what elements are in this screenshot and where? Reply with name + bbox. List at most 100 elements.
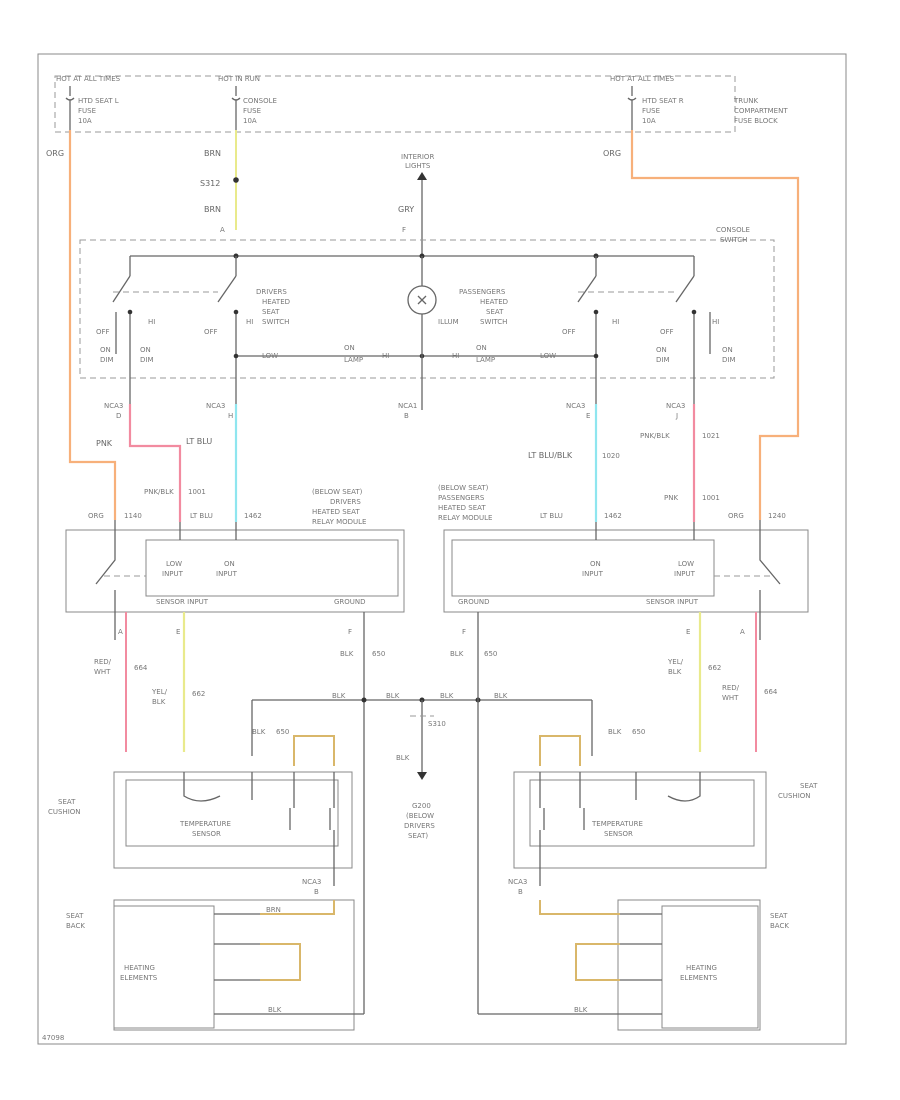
right-redwht-1: RED/ <box>722 684 740 692</box>
interior-lights-arrow <box>417 172 427 180</box>
interior-lights-2: LIGHTS <box>405 162 431 170</box>
passenger-switch-label-1: PASSENGERS <box>459 288 506 296</box>
conn-left-b-pin: H <box>228 412 233 420</box>
left-sensor-input: SENSOR INPUT <box>156 598 209 606</box>
fuse-right-header: HOT AT ALL TIMES <box>610 75 675 83</box>
right-heating-2: ELEMENTS <box>680 974 718 982</box>
left-back-brn: BRN <box>266 906 281 914</box>
fuse-center-symbol <box>231 86 241 130</box>
fuse-block-label-3: FUSE BLOCK <box>734 117 778 125</box>
conn-right-a: NCA3 <box>566 402 585 410</box>
fuse-right-label-1: HTD SEAT R <box>642 97 684 105</box>
contact-dot-3 <box>593 309 599 315</box>
fuse-block-label-2: COMPARTMENT <box>734 107 788 115</box>
interior-lights-1: INTERIOR <box>401 153 434 161</box>
left-pin-a: A <box>118 628 123 636</box>
right-module-label-3: HEATED SEAT <box>438 504 486 512</box>
left-back-brn-wires <box>260 900 335 981</box>
left-module-label-2: DRIVERS <box>330 498 361 506</box>
left-back-wires <box>214 913 364 1015</box>
left-module-label-1: (BELOW SEAT) <box>312 488 363 496</box>
right-org-label2: ORG <box>728 512 744 520</box>
right-back-wires <box>478 913 662 1015</box>
low-right: LOW <box>540 352 556 360</box>
left-ground: GROUND <box>334 598 366 606</box>
switch-blade-2 <box>217 275 237 303</box>
left-redwht-1: RED/ <box>94 658 112 666</box>
diagram-code: 47098 <box>42 1034 64 1042</box>
right-seat-back-inner <box>661 905 759 1029</box>
left-pin-e: E <box>176 628 180 636</box>
left-relay-contact <box>95 520 116 640</box>
connector-a-label: A <box>220 226 225 234</box>
gbus-blk-1: BLK <box>332 692 346 700</box>
right-blk2: BLK <box>608 728 622 736</box>
right-temp-sensor-2: SENSOR <box>604 830 633 838</box>
right-ltblu-label: LT BLU <box>540 512 563 520</box>
fuse-block-outline <box>54 75 736 133</box>
left-temp-sensor-2: SENSOR <box>192 830 221 838</box>
conn-center-pin: B <box>404 412 409 420</box>
left-seat-back-1: SEAT <box>66 912 84 920</box>
left-seat-cushion <box>113 771 353 869</box>
driver-switch-label-1: DRIVERS <box>256 288 287 296</box>
conn-right-b: NCA3 <box>666 402 685 410</box>
right-cushion-pins <box>539 772 701 808</box>
right-pin-a: A <box>740 628 745 636</box>
driver-switch-label-2: HEATED <box>262 298 290 306</box>
left-1140-label: 1140 <box>124 512 142 520</box>
fuse-center-label-1: CONSOLE <box>243 97 277 105</box>
lamp-filament <box>417 295 427 305</box>
right-1021-label: 1021 <box>702 432 720 440</box>
gbus-blk-2: BLK <box>386 692 400 700</box>
conn-left-a: NCA3 <box>104 402 123 410</box>
left-seat-cushion-1: SEAT <box>58 798 76 806</box>
left-1001-label: 1001 <box>188 488 206 496</box>
left-pnk-label: PNK <box>96 439 113 448</box>
right-redwht-2: WHT <box>722 694 739 702</box>
fuse-center-header: HOT IN RUN <box>218 75 260 83</box>
left-seat-back-2: BACK <box>66 922 85 930</box>
low-left: LOW <box>262 352 278 360</box>
fuse-left-label-2: FUSE <box>78 107 96 115</box>
right-seat-back <box>617 899 761 1031</box>
fuse-left-label-3: 10A <box>78 117 92 125</box>
switch-blade-3 <box>577 275 597 303</box>
left-nca: NCA3 <box>302 878 321 886</box>
off-3: OFF <box>562 328 576 336</box>
right-temp-sensor <box>529 779 755 847</box>
fuse-right-label-3: 10A <box>642 117 656 125</box>
left-temp-sensor <box>125 779 339 847</box>
left-pink-wire <box>128 404 182 522</box>
dim-left: DIM <box>100 356 114 364</box>
right-relay-contact <box>759 520 781 640</box>
fuse-block-label-1: TRUNK <box>733 97 758 105</box>
lamp-dot-1 <box>233 353 239 359</box>
right-orange-wire <box>630 130 800 520</box>
s310-label: S310 <box>428 720 446 728</box>
gbus-blk-3: BLK <box>440 692 454 700</box>
lamp-right: LAMP <box>476 356 495 364</box>
right-1001-label: 1001 <box>702 494 720 502</box>
right-1240-label: 1240 <box>768 512 786 520</box>
right-650: 650 <box>484 650 497 658</box>
right-664: 664 <box>764 688 778 696</box>
left-yelblk-2: BLK <box>152 698 166 706</box>
left-relay-coil-leads <box>179 522 237 540</box>
right-seat-cushion <box>513 771 767 869</box>
left-org-label2: ORG <box>88 512 104 520</box>
on-left-2: ON <box>140 346 151 354</box>
lamp-left: LAMP <box>344 356 363 364</box>
contact-dot-4 <box>691 309 697 315</box>
left-yelblk-1: YEL/ <box>151 688 168 696</box>
right-module-label-2: PASSENGERS <box>438 494 485 502</box>
left-heating-1: HEATING <box>124 964 155 972</box>
conn-center: NCA1 <box>398 402 417 410</box>
left-nca-b: B <box>314 888 319 896</box>
left-cushion-brn-loop <box>293 735 335 766</box>
left-blk2: BLK <box>252 728 266 736</box>
outer-frame <box>37 53 847 1045</box>
right-ltblublk-label: LT BLU/BLK <box>528 451 573 460</box>
conn-left-a-pin: D <box>116 412 121 420</box>
left-seat-back-inner <box>113 905 215 1029</box>
